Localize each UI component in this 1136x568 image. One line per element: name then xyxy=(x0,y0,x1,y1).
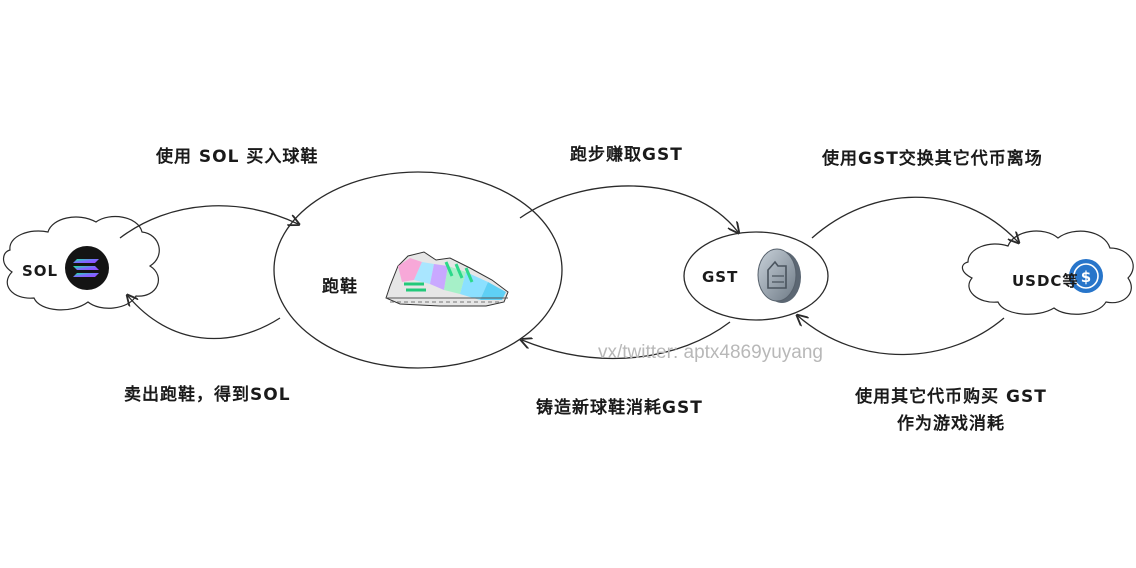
watermark-text: vx/twitter: aptx4869yuyang xyxy=(598,342,823,363)
gst-node-label: GST xyxy=(702,268,739,286)
arrow-usdc-to-gst xyxy=(798,316,1005,356)
arrow-sneaker-to-gst xyxy=(519,185,738,232)
edge-label-usdc-to-gst-line1: 使用其它代币购买 GST xyxy=(855,387,1047,407)
edge-label-sneaker-to-sol: 卖出跑鞋，得到SOL xyxy=(124,385,291,405)
usdc-cloud-node xyxy=(961,230,1134,315)
edge-label-gst-to-sneaker: 铸造新球鞋消耗GST xyxy=(536,398,703,418)
usdc-node-label: USDC等 xyxy=(1012,272,1079,290)
gst-node-ellipse xyxy=(683,231,829,321)
arrow-gst-to-usdc xyxy=(811,196,1018,242)
edge-label-sneaker-to-gst: 跑步赚取GST xyxy=(570,145,683,165)
svg-text:$: $ xyxy=(1081,268,1091,286)
sneaker-node-ellipse xyxy=(273,171,563,369)
sol-node-label: SOL xyxy=(22,262,59,280)
edge-label-usdc-to-gst-line2: 作为游戏消耗 xyxy=(897,414,1005,434)
usdc-logo-icon: $ xyxy=(1069,259,1103,293)
edge-label-sol-to-sneaker: 使用 SOL 买入球鞋 xyxy=(156,147,319,167)
solana-logo-icon xyxy=(65,246,109,290)
gst-coin-icon xyxy=(757,248,801,303)
sneaker-node-label: 跑鞋 xyxy=(322,277,358,297)
sneaker-nft-icon xyxy=(385,251,509,307)
edge-label-gst-to-usdc: 使用GST交换其它代币离场 xyxy=(822,149,1043,169)
arrow-gst-to-sneaker xyxy=(522,321,731,360)
edge-label-usdc-to-gst: 使用其它代币购买 GST 作为游戏消耗 xyxy=(846,382,1056,434)
arrow-sol-to-sneaker xyxy=(119,205,298,239)
arrow-sneaker-to-sol xyxy=(128,296,281,340)
